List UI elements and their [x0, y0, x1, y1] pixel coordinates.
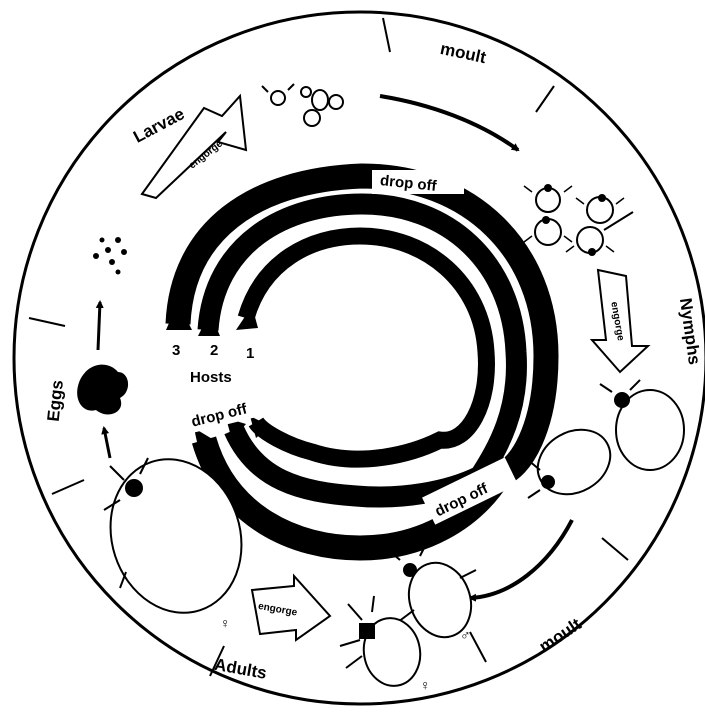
moult-arrow-bottom [470, 520, 572, 598]
host-ring-1 [236, 236, 486, 459]
larvae-ticks [262, 84, 343, 126]
nymphs-label: Nymphs [676, 297, 704, 366]
nymph-ticks [524, 184, 624, 256]
hatched-larvae [93, 237, 127, 275]
eggs-label: Eggs [44, 379, 67, 422]
egg-mass [77, 365, 128, 415]
male-symbol: ♂ [460, 627, 471, 643]
host-number-2: 2 [210, 342, 218, 359]
engorge-arrow-nymphs: engorge [592, 270, 648, 372]
larvae-label: Larvae [130, 104, 187, 147]
moult-top-label: moult [439, 39, 489, 67]
adults-label: Adults [213, 655, 268, 683]
arrow-eggs-to-larvae [98, 302, 100, 350]
moult-bottom-label: moult [536, 614, 585, 656]
hosts-label: Hosts [190, 369, 232, 386]
engorge-arrow-adults: engorge [252, 576, 330, 640]
female-symbol-left: ♀ [220, 615, 231, 631]
moult-arrow-top [380, 96, 518, 150]
outer-ring [14, 12, 705, 704]
host-number-3: 3 [172, 342, 180, 359]
female-symbol-bottom: ♀ [420, 677, 431, 693]
arrow-female-to-eggs [104, 428, 110, 458]
engorge-arrow-larvae: engorge [142, 96, 246, 198]
drop-off-top: drop off [372, 170, 464, 195]
host-number-1: 1 [246, 345, 254, 362]
